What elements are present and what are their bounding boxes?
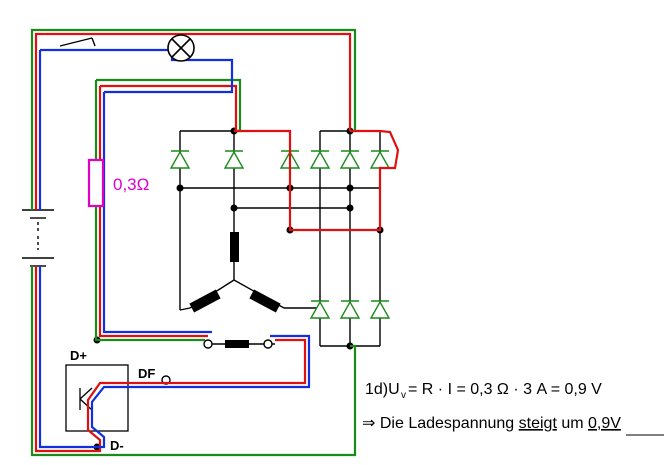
diode-8 xyxy=(339,300,361,319)
diode-7 xyxy=(309,300,331,319)
svg-text:⇒ Die Ladespannung steig: ⇒ Die Ladespannung steigt um 0,9V xyxy=(362,415,621,432)
diode-5 xyxy=(339,150,361,169)
stator-windings xyxy=(189,232,281,348)
conclusion-text-start: Die Ladespannung xyxy=(380,415,519,432)
conclusion-text-underlined: steigt xyxy=(519,415,558,432)
svg-text:1d)U: 1d)U xyxy=(365,381,400,398)
d-plus-label: D+ xyxy=(70,348,87,363)
charge-lamp xyxy=(167,34,195,62)
brush-terminals xyxy=(161,339,273,385)
diode-1 xyxy=(169,150,191,169)
red-wires xyxy=(34,32,400,453)
switch xyxy=(59,37,96,47)
equation-line-2: ⇒ Die Ladespannung steigt um 0,9V xyxy=(362,415,664,436)
equation-line-1: 1d)U v = R · I = 0,3 Ω · 3 A = 0,9 V xyxy=(365,381,602,401)
conclusion-text-middle: um xyxy=(557,415,588,432)
voltage-regulator xyxy=(65,364,129,432)
diode-4 xyxy=(309,150,331,169)
d-minus-label: D- xyxy=(110,438,124,453)
conclusion-arrow: ⇒ xyxy=(362,415,375,432)
diode-2 xyxy=(223,150,245,169)
conclusion-value: 0,9V xyxy=(588,415,621,432)
resistor-value-label: 0,3Ω xyxy=(113,175,149,194)
df-label: DF xyxy=(138,366,155,381)
equation-formula: = R · I = 0,3 Ω · 3 A = 0,9 V xyxy=(408,381,602,398)
resistor xyxy=(87,158,105,208)
equation-u: U xyxy=(388,381,400,398)
equation-prefix: 1d) xyxy=(365,381,388,398)
diodes xyxy=(169,150,391,319)
equation-u-subscript: v xyxy=(401,390,406,401)
blue-wires xyxy=(38,48,311,449)
diode-6 xyxy=(369,150,391,169)
battery xyxy=(22,209,54,267)
diode-9 xyxy=(369,300,391,319)
